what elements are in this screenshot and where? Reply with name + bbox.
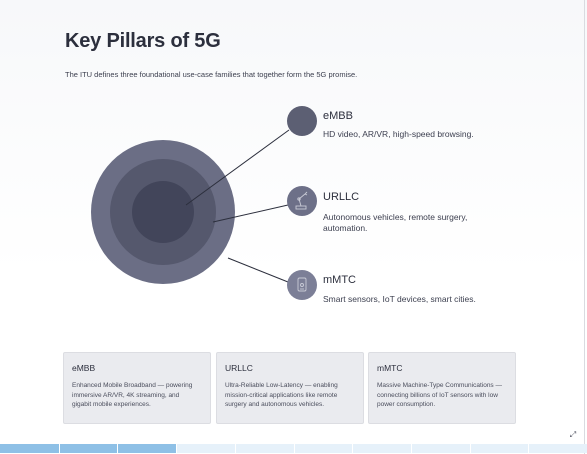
- pillar-urllc-desc-line-2: automation.: [323, 223, 368, 233]
- card-text-line: Ultra-Reliable Low-Latency — enabling: [225, 382, 338, 389]
- page-title: Key Pillars of 5G: [65, 30, 221, 52]
- pillar-embb-title: eMBB: [323, 110, 353, 122]
- page-subtitle: The ITU defines three foundational use-c…: [65, 70, 358, 79]
- card-text-line: connecting billions of IoT sensors with …: [377, 391, 498, 399]
- pillar-urllc-desc-line-1: Autonomous vehicles, remote surgery,: [323, 212, 468, 222]
- progress-segment-divider: [352, 444, 353, 453]
- pillar-embb-desc: HD video, AR/VR, high-speed browsing.: [323, 129, 474, 139]
- progress-segment-divider: [294, 444, 295, 453]
- card-embb: eMBB Enhanced Mobile Broadband — powerin…: [63, 352, 211, 424]
- pillar-urllc-title: URLLC: [323, 191, 360, 203]
- card-text-line: immersive AR/VR, 4K streaming, and: [72, 391, 180, 399]
- connector-embb: [185, 129, 290, 206]
- card-text-line: power consumption.: [377, 401, 436, 408]
- card-mmtc: mMTC Massive Machine-Type Communications…: [368, 352, 516, 424]
- progress-segment-divider: [411, 444, 412, 453]
- robot-arm-icon: [295, 191, 308, 210]
- progress-segment-divider: [176, 444, 177, 453]
- inner-ring: [132, 181, 194, 243]
- progress-segment-divider: [59, 444, 60, 453]
- card-title: eMBB: [72, 363, 96, 373]
- connector-urllc: [212, 204, 289, 223]
- node-urllc: [287, 186, 317, 216]
- card-urllc: URLLC Ultra-Reliable Low-Latency — enabl…: [216, 352, 364, 424]
- progress-segment-divider: [117, 444, 118, 453]
- node-mmtc: [287, 270, 317, 300]
- card-text-line: mission-critical applications like remot…: [225, 391, 338, 399]
- fullscreen-icon[interactable]: ⤢: [569, 430, 577, 439]
- progress-fill: [0, 444, 176, 453]
- card-text-line: surgery and autonomous vehicles.: [225, 401, 325, 408]
- card-text-line: Enhanced Mobile Broadband — powering: [72, 382, 193, 389]
- node-embb: [287, 106, 317, 136]
- edge-divider: [584, 0, 585, 454]
- progress-segment-divider: [235, 444, 236, 453]
- progress-segment-divider: [528, 444, 529, 453]
- pillar-mmtc-title: mMTC: [323, 274, 356, 286]
- slide-progress-bar[interactable]: [0, 444, 587, 453]
- progress-segment-divider: [470, 444, 471, 453]
- card-title: URLLC: [225, 363, 253, 373]
- card-text-line: Massive Machine-Type Communications —: [377, 382, 502, 389]
- pillar-mmtc-desc: Smart sensors, IoT devices, smart cities…: [323, 294, 476, 304]
- card-text-line: gigabit mobile experiences.: [72, 401, 151, 408]
- phone-sensor-icon: [297, 277, 307, 292]
- card-title: mMTC: [377, 363, 403, 373]
- connector-mmtc: [227, 257, 289, 283]
